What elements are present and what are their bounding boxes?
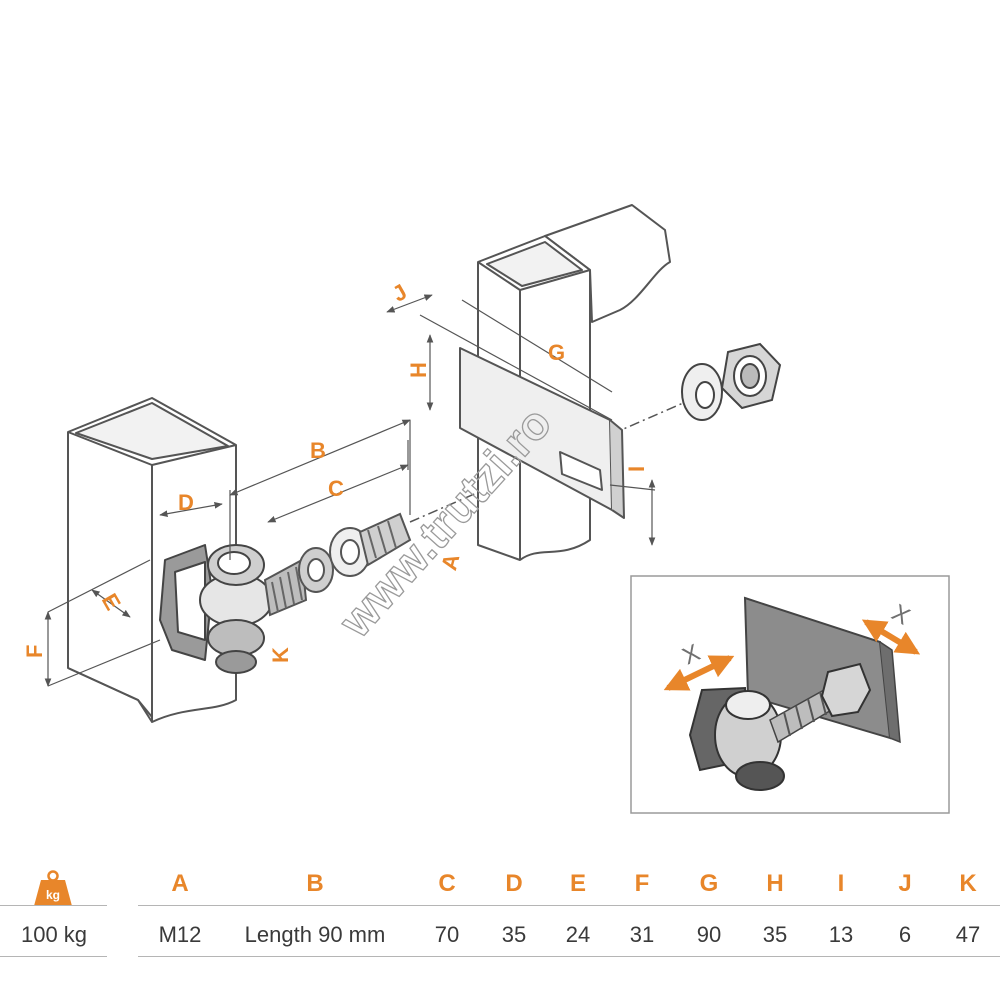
dim-label-k: K — [268, 647, 293, 663]
value-a: M12 — [158, 922, 202, 947]
value-h: 35 — [762, 922, 788, 947]
col-header-a: A — [171, 870, 189, 897]
value-f: 31 — [629, 922, 655, 947]
value-i: 13 — [828, 922, 854, 947]
value-e: 24 — [565, 922, 591, 947]
value-j: 6 — [898, 922, 912, 947]
dimension-lines — [44, 294, 656, 687]
spec-table: kg A B C D E F G H I J K 100 kg M12 Leng… — [0, 850, 1000, 970]
col-header-c: C — [438, 870, 456, 897]
value-d: 35 — [501, 922, 527, 947]
weight-kg-icon: kg — [34, 870, 72, 906]
value-g: 90 — [696, 922, 722, 947]
col-header-k: K — [959, 870, 977, 897]
col-header-e: E — [569, 870, 587, 897]
col-header-b: B — [306, 870, 324, 897]
spec-value-row: 100 kg M12 Length 90 mm 70 35 24 31 90 3… — [0, 912, 1000, 956]
value-c: 70 — [434, 922, 460, 947]
threaded-bolt — [263, 512, 412, 617]
col-header-h: H — [766, 870, 784, 897]
hinge-diagram: www.trutzi.ro A B C D E F G H I J K X X — [22, 204, 950, 814]
washer-nut — [681, 342, 782, 421]
dim-label-c: C — [328, 476, 344, 501]
dim-label-d: D — [178, 490, 194, 515]
value-k: 47 — [955, 922, 981, 947]
hinge-bracket — [159, 544, 273, 674]
dim-label-h: H — [406, 362, 431, 378]
weight-icon-label: kg — [46, 888, 60, 902]
col-header-f: F — [634, 870, 650, 897]
dim-label-b: B — [310, 438, 326, 463]
adjustment-inset: X X — [630, 575, 950, 814]
col-header-g: G — [699, 870, 719, 897]
col-header-i: I — [837, 870, 845, 897]
table-divider — [0, 905, 107, 906]
dim-label-a: A — [436, 551, 464, 573]
dim-label-j: J — [388, 279, 411, 307]
weld-plate — [459, 347, 625, 519]
dim-label-g: G — [548, 340, 565, 365]
table-divider — [138, 905, 1000, 906]
spec-header-row: kg A B C D E F G H I J K — [0, 862, 1000, 906]
table-divider — [0, 956, 107, 957]
value-b: Length 90 mm — [244, 922, 386, 947]
dim-label-i: I — [624, 466, 649, 472]
table-divider — [138, 956, 1000, 957]
col-header-d: D — [505, 870, 523, 897]
col-header-j: J — [898, 870, 912, 897]
value-weight: 100 kg — [20, 922, 88, 947]
axis-line — [409, 399, 691, 523]
dim-label-f: F — [22, 645, 47, 658]
